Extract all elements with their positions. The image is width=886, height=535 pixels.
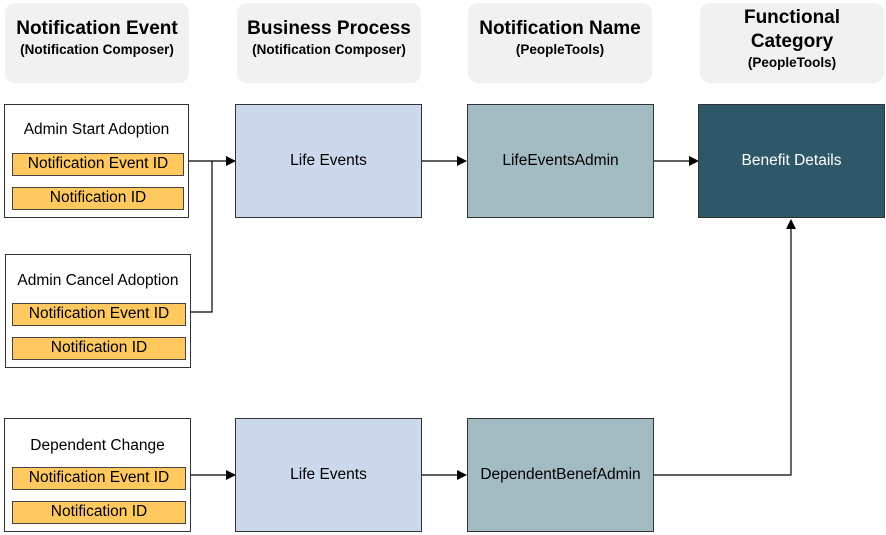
header-subtitle: (PeopleTools)	[747, 55, 837, 70]
header-notification-name: Notification Name (PeopleTools)	[468, 3, 652, 83]
notification-event-id-tag: Notification Event ID	[12, 153, 184, 176]
event-title: Admin Start Adoption	[23, 121, 170, 138]
notification-event-id-tag: Notification Event ID	[12, 303, 186, 326]
header-subtitle: (Notification Composer)	[20, 42, 174, 57]
functional-category-benefit-details: Benefit Details	[698, 104, 885, 218]
event-title: Dependent Change	[30, 437, 165, 454]
notification-name-dependentbenefadmin: DependentBenefAdmin	[467, 418, 654, 532]
notification-event-id-tag: Notification Event ID	[12, 467, 186, 490]
notification-id-tag: Notification ID	[12, 501, 186, 524]
notification-name-lifeeventsadmin: LifeEventsAdmin	[467, 104, 654, 218]
notification-id-tag: Notification ID	[12, 337, 186, 360]
connector-event2-to-bp1	[191, 161, 213, 313]
header-title-line2: Category	[750, 31, 834, 52]
event-dependent-change: Dependent Change Notification Event ID N…	[4, 418, 191, 532]
event-admin-cancel-adoption: Admin Cancel Adoption Notification Event…	[5, 254, 191, 368]
connector-nn2-to-fc	[654, 219, 796, 476]
event-title: Admin Cancel Adoption	[17, 272, 179, 289]
header-title-line1: Functional	[743, 7, 841, 28]
header-business-process: Business Process (Notification Composer)	[237, 3, 421, 83]
business-process-life-events-1: Life Events	[235, 104, 422, 218]
header-subtitle: (Notification Composer)	[252, 42, 406, 57]
header-functional-category: Functional Category (PeopleTools)	[700, 3, 884, 83]
header-title: Business Process	[247, 18, 411, 39]
header-notification-event: Notification Event (Notification Compose…	[5, 3, 189, 83]
header-subtitle: (PeopleTools)	[515, 42, 605, 57]
event-admin-start-adoption: Admin Start Adoption Notification Event …	[4, 104, 189, 218]
notification-id-tag: Notification ID	[12, 187, 184, 210]
header-title: Notification Name	[479, 18, 641, 39]
business-process-life-events-2: Life Events	[235, 418, 422, 532]
header-title: Notification Event	[16, 18, 178, 39]
